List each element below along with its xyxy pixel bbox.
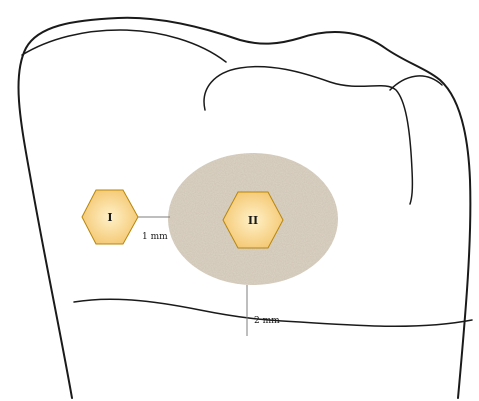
distal-cusp-ridge — [390, 76, 442, 90]
inner-ridge-line — [22, 30, 226, 62]
marker-two-label: II — [248, 214, 258, 227]
distance-label-2mm: 2 mm — [254, 316, 280, 326]
marker-one-label: I — [107, 211, 112, 224]
distance-label-1mm: 1 mm — [142, 232, 168, 242]
